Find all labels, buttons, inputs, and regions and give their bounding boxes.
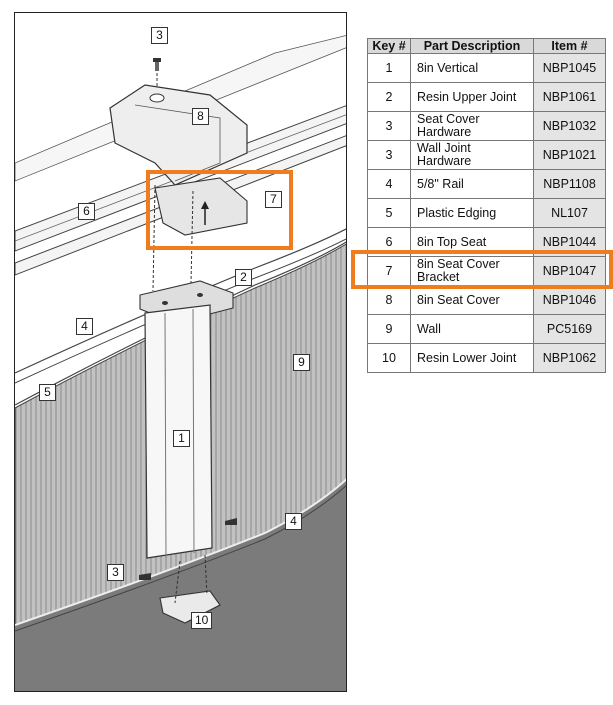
table-row: 2 Resin Upper Joint NBP1061 xyxy=(367,82,606,112)
dashed-guide-4 xyxy=(174,560,181,604)
bracket-arrow-head xyxy=(201,201,209,209)
row-description: 5/8" Rail xyxy=(410,169,534,199)
row-key: 8 xyxy=(367,285,411,315)
callout-7: 7 xyxy=(265,191,282,208)
seat-cover-hole xyxy=(149,93,165,103)
callout-4-left: 4 xyxy=(76,318,93,335)
row-item-number: NBP1046 xyxy=(533,285,606,315)
table-row: 3 Wall Joint Hardware NBP1021 xyxy=(367,140,606,170)
row-key: 1 xyxy=(367,53,411,83)
row-description: 8in Vertical xyxy=(410,53,534,83)
bottom-rail-line xyxy=(15,478,346,626)
table-row: 7 8in Seat Cover Bracket NBP1047 xyxy=(367,256,606,286)
callout-10: 10 xyxy=(191,612,213,629)
table-row: 8 8in Seat Cover NBP1046 xyxy=(367,285,606,315)
upper-joint-hole-2 xyxy=(197,293,203,297)
diagram-drawing xyxy=(15,35,346,691)
callout-5: 5 xyxy=(39,384,56,401)
ground-band xyxy=(15,479,346,691)
row-description: Plastic Edging xyxy=(410,198,534,228)
row-item-number: NBP1021 xyxy=(533,140,606,170)
callout-1: 1 xyxy=(173,430,190,447)
row-key: 3 xyxy=(367,140,411,170)
table-row: 5 Plastic Edging NL107 xyxy=(367,198,606,228)
row-description: 8in Seat Cover xyxy=(410,285,534,315)
row-key: 7 xyxy=(367,256,411,286)
row-key: 3 xyxy=(367,111,411,141)
row-key: 5 xyxy=(367,198,411,228)
row-key: 2 xyxy=(367,82,411,112)
top-rail-line xyxy=(15,228,346,374)
callout-4-right: 4 xyxy=(285,513,302,530)
callout-3-top: 3 xyxy=(151,27,168,44)
row-item-number: NBP1108 xyxy=(533,169,606,199)
bracket-highlight-box xyxy=(146,170,293,250)
vertical-post-line-2 xyxy=(192,308,195,554)
callout-8: 8 xyxy=(192,108,209,125)
dashed-guide-3 xyxy=(190,190,194,284)
screw-shank-top xyxy=(155,62,159,71)
header-key: Key # xyxy=(367,38,411,54)
screw-head-top xyxy=(153,58,161,62)
callout-9: 9 xyxy=(293,354,310,371)
dashed-guide-2 xyxy=(152,184,156,292)
row-item-number: NBP1061 xyxy=(533,82,606,112)
row-key: 4 xyxy=(367,169,411,199)
exploded-assembly-diagram: 3 8 6 7 2 4 9 5 1 4 3 10 xyxy=(14,12,347,692)
vertical-post-line-1 xyxy=(164,312,167,559)
callout-2: 2 xyxy=(235,269,252,286)
row-7-highlight-box xyxy=(351,250,613,289)
parts-table: Key # Part Description Item # 1 8in Vert… xyxy=(367,38,606,373)
seat-cover-shape xyxy=(109,84,248,186)
row-description: Wall xyxy=(410,314,534,344)
row-item-number: PC5169 xyxy=(533,314,606,344)
wall-screw-left xyxy=(139,573,151,580)
row-item-number: NBP1047 xyxy=(533,256,606,286)
dashed-guide-5 xyxy=(204,554,208,596)
table-row: 1 8in Vertical NBP1045 xyxy=(367,53,606,83)
row-description: Resin Upper Joint xyxy=(410,82,534,112)
upper-joint-hole-1 xyxy=(162,301,168,305)
row-item-number: NBP1045 xyxy=(533,53,606,83)
row-description: 8in Seat Cover Bracket xyxy=(410,256,534,286)
row-item-number: NBP1062 xyxy=(533,343,606,373)
row-description: Resin Lower Joint xyxy=(410,343,534,373)
table-row: 9 Wall PC5169 xyxy=(367,314,606,344)
table-header-row: Key # Part Description Item # xyxy=(367,38,606,54)
callout-6: 6 xyxy=(78,203,95,220)
row-description: Wall Joint Hardware xyxy=(410,140,534,170)
table-row: 4 5/8" Rail NBP1108 xyxy=(367,169,606,199)
row-description: Seat Cover Hardware xyxy=(410,111,534,141)
bottom-rail-line-2 xyxy=(15,485,346,632)
header-description: Part Description xyxy=(410,38,534,54)
callout-3-bottom: 3 xyxy=(107,564,124,581)
header-item: Item # xyxy=(533,38,606,54)
top-rail-line-2 xyxy=(15,238,346,384)
table-row: 10 Resin Lower Joint NBP1062 xyxy=(367,343,606,373)
row-key: 10 xyxy=(367,343,411,373)
table-row: 3 Seat Cover Hardware NBP1032 xyxy=(367,111,606,141)
wall-screw-right xyxy=(225,518,237,525)
row-item-number: NL107 xyxy=(533,198,606,228)
row-item-number: NBP1032 xyxy=(533,111,606,141)
row-key: 9 xyxy=(367,314,411,344)
seat-cover-bracket-shape xyxy=(154,177,248,236)
